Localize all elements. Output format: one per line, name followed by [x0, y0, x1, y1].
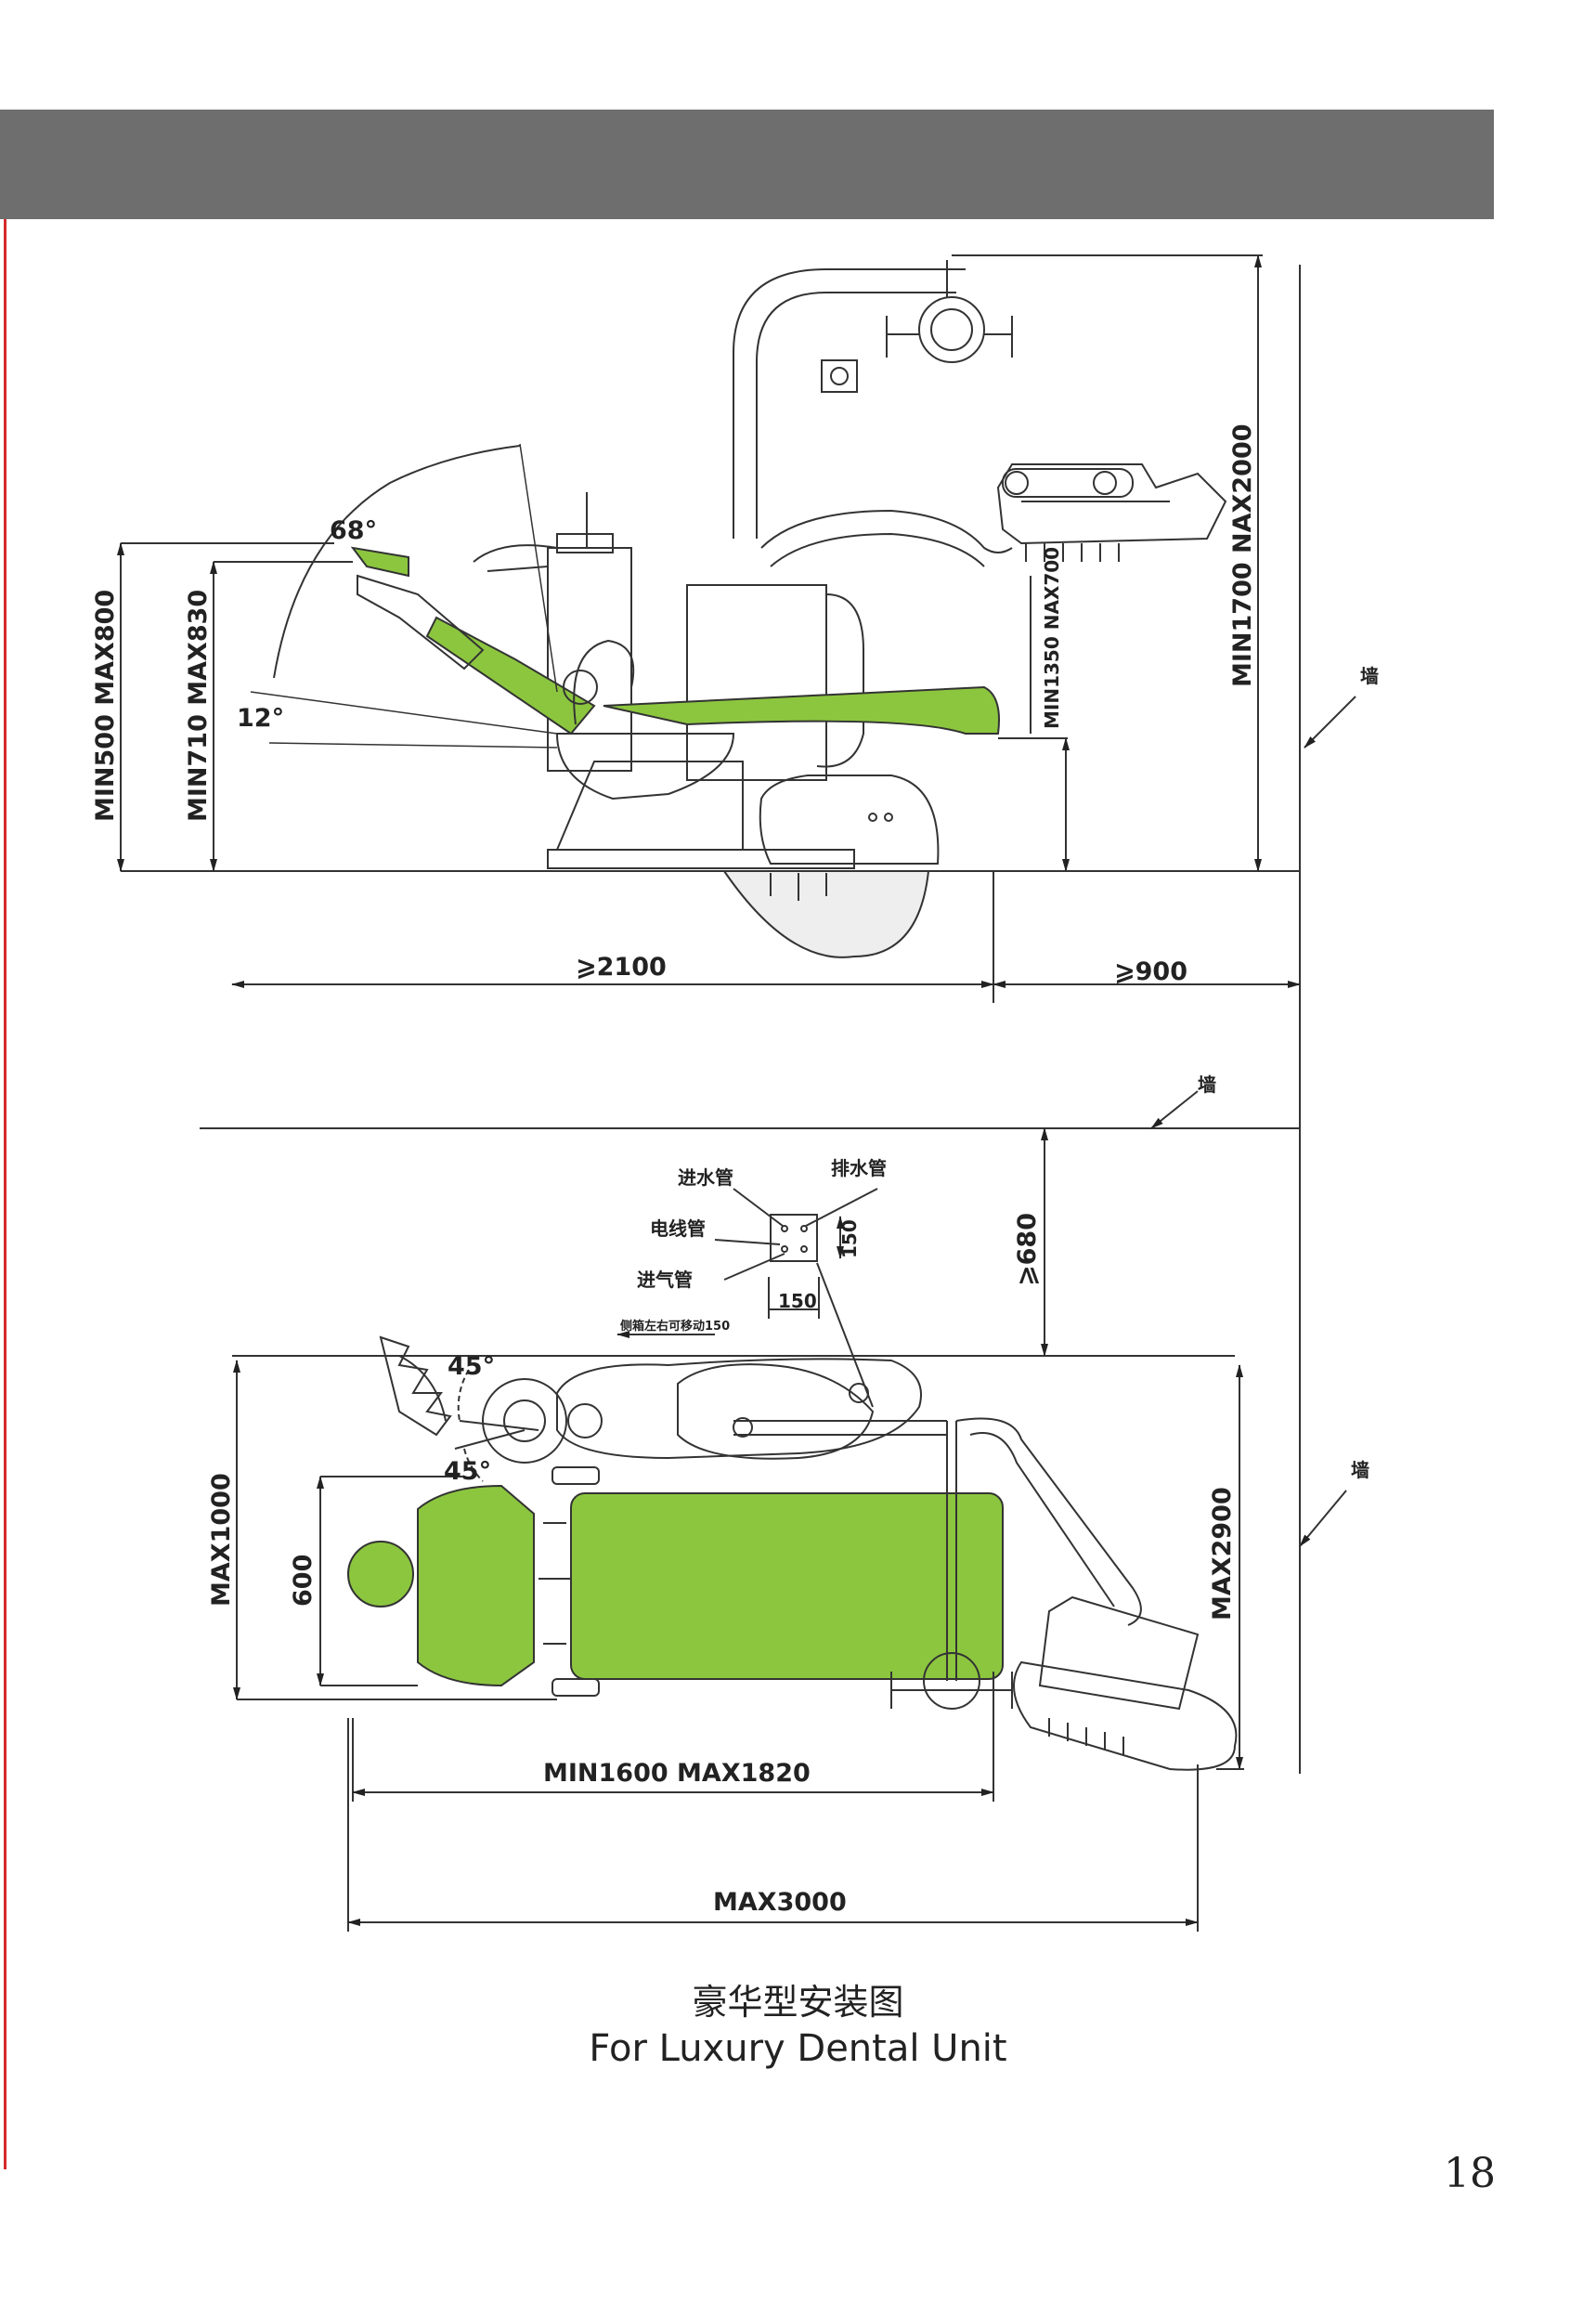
box-150-w-label: 150 — [778, 1290, 817, 1312]
plan-chair-back — [417, 1484, 535, 1687]
angle-45b-label: 45° — [444, 1457, 491, 1486]
side-tray — [379, 1335, 452, 1437]
dim-max3000-label: MAX3000 — [713, 1888, 847, 1917]
foundation-pit — [722, 870, 930, 958]
chair-base — [547, 849, 855, 869]
light-control — [821, 359, 858, 393]
plan-view — [200, 1090, 1347, 1932]
dim-900-label: ⩾900 — [1114, 957, 1187, 986]
margin-rule — [4, 219, 6, 2169]
wall-label-plan-right: 墙 — [1351, 1459, 1369, 1481]
header-bar — [0, 110, 1494, 219]
air-in-label: 进气管 — [637, 1269, 693, 1291]
angle-68-label: 68° — [330, 516, 377, 545]
handpieces — [1025, 543, 1120, 562]
caption-title-cn: 豪华型安装图 — [692, 1982, 904, 2023]
chair-headrest — [350, 546, 409, 578]
cuspidor-unit — [547, 547, 632, 772]
angle-arc — [273, 445, 521, 679]
chair-pivot — [563, 670, 598, 705]
box-150-h-label: 150 — [838, 1219, 861, 1258]
dim-2100-label: ⩾2100 — [576, 953, 667, 982]
dim-min710-max830: MIN710 MAX830 — [184, 590, 213, 822]
dim-max1000-label: MAX1000 — [207, 1473, 236, 1607]
dim-min500-max800: MIN500 MAX800 — [91, 590, 120, 822]
utility-box — [770, 1214, 818, 1262]
light-post-box — [686, 584, 827, 781]
chair-backrest — [425, 616, 596, 735]
dim-min1350-nax700: MIN1350 NAX700 — [1041, 547, 1063, 729]
drain-label: 排水管 — [831, 1157, 887, 1179]
plan-handpieces — [1048, 1718, 1124, 1755]
chair-lower-body — [555, 733, 735, 801]
chair-pedestal — [555, 761, 744, 851]
plan-chair-seat — [570, 1492, 1004, 1680]
plan-control-panel — [1013, 1660, 1238, 1771]
caption-title-en: For Luxury Dental Unit — [589, 2027, 1007, 2070]
side-box-note: 侧箱左右可移动150 — [620, 1319, 730, 1334]
page-number: 18 — [1444, 2150, 1496, 2197]
headrest-arm — [357, 574, 485, 670]
side-view — [117, 254, 1356, 1495]
dim-600-label: 600 — [289, 1555, 318, 1607]
plan-headrest — [347, 1541, 414, 1608]
power-line-label: 电线管 — [650, 1217, 706, 1240]
dim-680-label: ⩾680 — [1013, 1213, 1042, 1286]
angle-45a-label: 45° — [448, 1352, 495, 1381]
chair-seat — [603, 685, 1000, 735]
instrument-tray — [996, 463, 1227, 545]
dim-min1600-max1820-label: MIN1600 MAX1820 — [543, 1759, 811, 1788]
cuspidor-bowl — [482, 1378, 567, 1464]
dim-max2900-label: MAX2900 — [1208, 1487, 1237, 1621]
water-in-label: 进水管 — [678, 1166, 733, 1189]
chair-base-outline — [556, 1358, 922, 1460]
plan-tray — [1038, 1595, 1200, 1711]
wall-label-plan-top: 墙 — [1198, 1074, 1216, 1096]
dim-min1700-nax2000: MIN1700 NAX2000 — [1228, 423, 1257, 687]
angle-12-label: 12° — [237, 704, 284, 733]
operating-light — [918, 296, 985, 363]
light-post — [733, 268, 966, 539]
wall-label-side: 墙 — [1360, 665, 1379, 687]
delivery-arm — [760, 509, 1013, 553]
